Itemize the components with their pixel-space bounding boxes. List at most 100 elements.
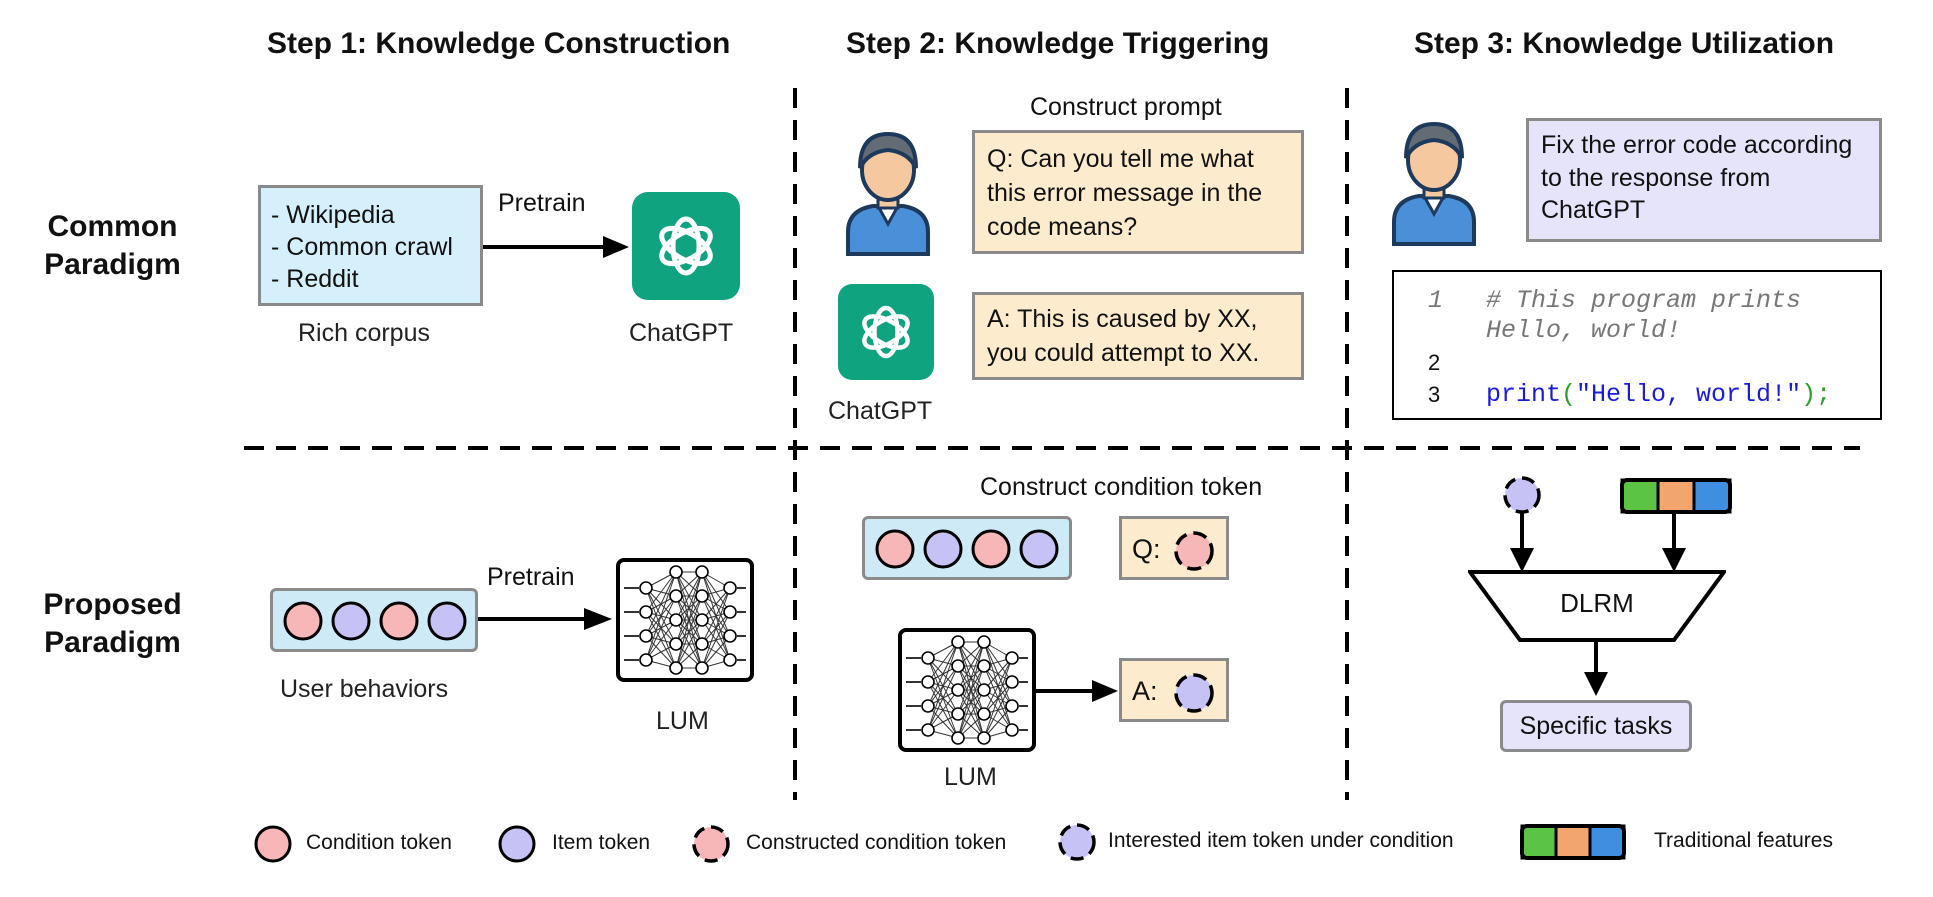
user-avatar-icon — [1384, 118, 1484, 251]
nn-node — [669, 637, 683, 651]
legend-constructed-condition-token-icon — [692, 825, 730, 863]
nn-node — [951, 707, 965, 721]
code-string: "Hello, world!" — [1576, 380, 1802, 409]
rich-corpus-caption: Rich corpus — [298, 319, 430, 347]
code-line3: print("Hello, world!"); — [1486, 380, 1831, 411]
nn-node — [669, 589, 683, 603]
code-line-number-2: 2 — [1428, 350, 1441, 375]
nn-node — [695, 565, 709, 579]
nn-node — [921, 675, 935, 689]
legend-item-token-icon — [498, 825, 536, 863]
arrow-icon — [1510, 512, 1534, 572]
chatgpt-caption-step2: ChatGPT — [828, 397, 933, 425]
lum-caption: LUM — [656, 707, 709, 735]
corpus-item-wikipedia: - Wikipedia — [271, 201, 395, 229]
legend-condition-token: Condition token — [306, 831, 452, 854]
user-behaviors-box — [270, 588, 478, 652]
legend-item-token: Item token — [552, 831, 651, 854]
interested-item-token — [1503, 476, 1541, 514]
arrow-icon — [1036, 680, 1118, 702]
q-condition-box: Q: — [1119, 516, 1229, 580]
legend-constructed-condition-token: Constructed condition token — [746, 831, 1007, 854]
token-sequence — [875, 529, 1059, 569]
lum-model-box — [616, 558, 754, 682]
nn-node — [951, 683, 965, 697]
row-label-common-line1: Common — [47, 210, 178, 243]
nn-node — [669, 565, 683, 579]
dlrm-trapezoid — [1468, 570, 1726, 642]
lum-caption-step2: LUM — [944, 763, 997, 791]
a-label: A: — [1132, 676, 1158, 706]
rich-corpus-box: - Wikipedia - Common crawl - Reddit — [258, 185, 483, 306]
row-label-proposed: Proposed Paradigm — [30, 586, 195, 661]
condition-token — [379, 601, 419, 641]
nn-node — [669, 661, 683, 675]
nn-node — [639, 653, 653, 667]
traditional-features-icon — [1620, 478, 1732, 514]
nn-node — [1005, 699, 1019, 713]
code-snippet-box: 1 # This program prints Hello, world! 2 … — [1392, 270, 1882, 420]
nn-node — [669, 613, 683, 627]
nn-node — [723, 581, 737, 595]
interested-item-token — [1174, 673, 1214, 713]
chatgpt-logo-icon — [632, 192, 740, 305]
dlrm-label: DLRM — [1560, 588, 1634, 618]
code-paren-open: ( — [1561, 380, 1577, 409]
nn-node — [951, 731, 965, 745]
nn-node — [1005, 675, 1019, 689]
nn-node — [723, 629, 737, 643]
q-label: Q: — [1132, 534, 1161, 564]
nn-node — [723, 653, 737, 667]
a-item-box: A: — [1119, 658, 1229, 722]
code-comment-line1: # This program prints — [1486, 286, 1802, 315]
nn-node — [695, 589, 709, 603]
constructed-condition-token — [1174, 531, 1214, 571]
answer-prompt-box: A: This is caused by XX, you could attem… — [972, 292, 1304, 380]
row-label-common: Common Paradigm — [30, 208, 195, 283]
legend-traditional-features-icon — [1520, 824, 1626, 860]
arrow-icon — [1662, 512, 1686, 572]
item-token — [427, 601, 467, 641]
nn-node — [977, 659, 991, 673]
user-behaviors-caption: User behaviors — [280, 675, 449, 703]
code-func: print — [1486, 380, 1562, 409]
neural-network-icon — [624, 565, 746, 675]
nn-node — [951, 635, 965, 649]
nn-node — [921, 723, 935, 737]
specific-tasks-box: Specific tasks — [1500, 700, 1692, 752]
behavior-token-sequence — [283, 601, 467, 641]
nn-node — [977, 731, 991, 745]
item-token — [923, 529, 963, 569]
neural-network-icon — [906, 635, 1028, 745]
condition-token-sequence-box — [862, 516, 1072, 580]
nn-node — [977, 707, 991, 721]
code-comment-line1-cont: Hello, world! — [1486, 316, 1682, 345]
nn-node — [639, 629, 653, 643]
legend-condition-token-icon — [254, 825, 292, 863]
nn-node — [639, 605, 653, 619]
nn-node — [695, 661, 709, 675]
chatgpt-logo-icon — [838, 284, 934, 385]
lum-model-box-step2 — [898, 628, 1036, 752]
pretrain-label-common: Pretrain — [498, 189, 586, 217]
fix-instruction-box: Fix the error code according to the resp… — [1526, 118, 1882, 242]
step2-title: Step 2: Knowledge Triggering — [846, 27, 1270, 60]
user-avatar-icon — [838, 128, 938, 261]
condition-token — [283, 601, 323, 641]
chatgpt-caption-step1: ChatGPT — [629, 319, 734, 347]
nn-node — [951, 659, 965, 673]
arrow-icon — [483, 236, 629, 258]
step1-title: Step 1: Knowledge Construction — [267, 27, 731, 60]
nn-node — [639, 581, 653, 595]
nn-node — [977, 683, 991, 697]
condition-token — [971, 529, 1011, 569]
code-line-number-1: 1 — [1428, 286, 1444, 315]
code-paren-close: ); — [1801, 380, 1832, 409]
nn-node — [695, 637, 709, 651]
step3-title: Step 3: Knowledge Utilization — [1414, 27, 1835, 60]
item-token — [331, 601, 371, 641]
nn-node — [977, 635, 991, 649]
nn-node — [1005, 723, 1019, 737]
row-label-proposed-line1: Proposed — [43, 588, 182, 621]
